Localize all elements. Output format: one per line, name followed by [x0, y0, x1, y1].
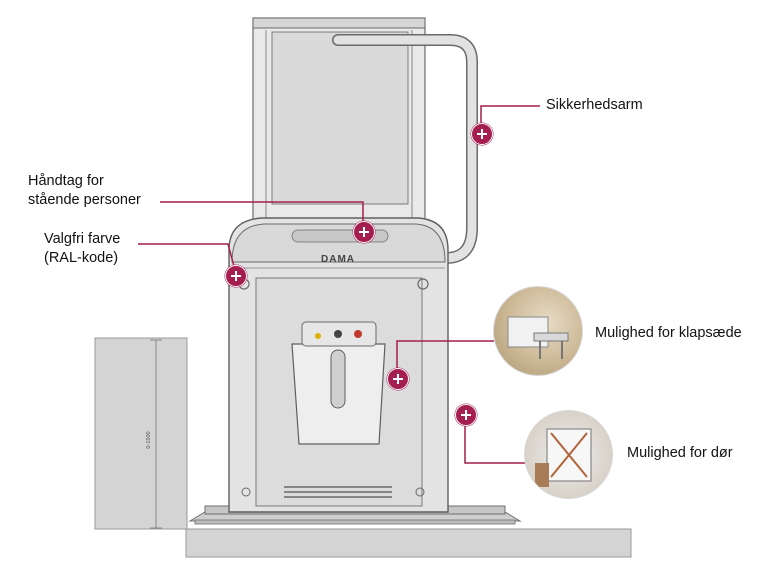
hotspot-color[interactable]	[225, 265, 247, 287]
folding-seat-photo	[493, 286, 583, 376]
label-handle-line-2: stående personer	[28, 192, 141, 208]
label-safety-arm-line: Sikkerhedsarm	[546, 97, 643, 113]
label-color: Valgfri farve (RAL-kode)	[44, 230, 120, 268]
label-handle-line-1: Håndtag for	[28, 173, 104, 189]
label-color-line-1: Valgfri farve	[44, 231, 121, 247]
floor-slab	[185, 528, 632, 558]
back-panel	[252, 17, 426, 224]
label-safety-arm: Sikkerhedsarm	[546, 96, 643, 115]
folding-seat-illustration	[507, 316, 569, 359]
hotspot-door[interactable]	[455, 404, 477, 426]
landing-block	[94, 337, 188, 530]
label-color-line-2: (RAL-kode)	[44, 250, 119, 266]
height-dimension-label: 0-1500	[146, 431, 152, 448]
label-handle: Håndtag for stående personer	[28, 172, 141, 210]
label-folding-seat: Mulighed for klapsæde	[595, 324, 742, 343]
height-dimension	[150, 339, 162, 529]
hotspot-handle[interactable]	[353, 221, 375, 243]
hotspot-folding-seat[interactable]	[387, 368, 409, 390]
safety-arm	[332, 34, 478, 264]
door-photo	[524, 410, 613, 499]
hotspot-safety-arm[interactable]	[471, 123, 493, 145]
brand-logo: DAMA	[321, 254, 355, 265]
label-door-line: Mulighed for dør	[627, 445, 733, 461]
door-illustration	[535, 428, 592, 487]
label-door: Mulighed for dør	[627, 444, 733, 463]
lift-body	[228, 217, 449, 513]
leader-lines	[138, 105, 540, 464]
label-folding-seat-line: Mulighed for klapsæde	[595, 325, 742, 341]
